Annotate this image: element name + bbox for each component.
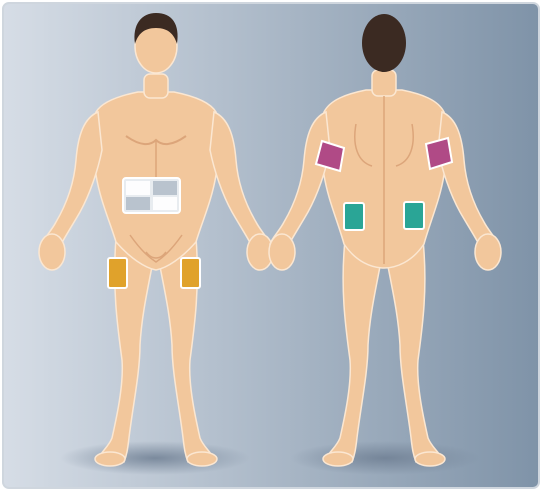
front-neck: [144, 74, 168, 98]
abdomen-quadrant-top-right: [153, 181, 177, 195]
abdomen-quadrant-bottom-right: [153, 197, 177, 210]
back-left-hand: [269, 234, 295, 270]
back-figure-shadow: [290, 441, 480, 475]
front-left-foot: [187, 452, 217, 466]
back-neck: [372, 70, 396, 96]
right-thigh-injection-site: [108, 258, 127, 288]
right-buttock-injection-site: [404, 202, 424, 229]
left-buttock-injection-site: [344, 203, 364, 230]
back-right-foot: [415, 452, 445, 466]
back-right-hand: [475, 234, 501, 270]
back-head: [362, 14, 406, 72]
abdomen-quadrant-bottom-left: [126, 197, 150, 210]
front-right-hand: [39, 234, 65, 270]
left-thigh-injection-site: [181, 258, 200, 288]
abdomen-quadrant-top-left: [126, 181, 150, 195]
abdomen-injection-site: [123, 178, 180, 213]
front-right-foot: [95, 452, 125, 466]
back-left-foot: [323, 452, 353, 466]
front-figure-shadow: [60, 441, 250, 475]
